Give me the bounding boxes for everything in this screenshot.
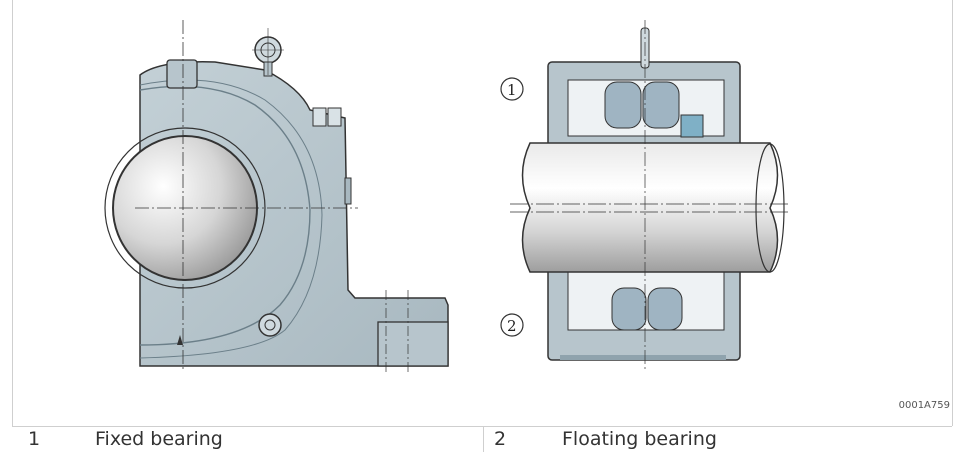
floating-bearing-section-view: 1 2 [500, 20, 790, 372]
legend-top-rule [12, 426, 952, 427]
callout-2: 2 [500, 313, 524, 337]
frame-right-border [952, 0, 953, 426]
top-bolt-left [312, 107, 327, 127]
legend-text: Floating bearing [562, 428, 717, 450]
housing-body [139, 61, 449, 367]
frame-left-border [12, 0, 13, 426]
legend-number: 1 [28, 428, 41, 450]
figure-id-label: 0001A759 [898, 400, 950, 411]
foot-boss [377, 321, 449, 367]
housing-inner-ring [139, 85, 311, 346]
cap-lug [166, 59, 198, 89]
shaft [521, 142, 779, 273]
fixed-bearing-seal-ring [104, 127, 266, 289]
grease-nipple [258, 313, 282, 337]
legend-number: 2 [494, 428, 507, 450]
fixed-bearing-housing-view [104, 20, 449, 372]
upper-roller-set [604, 81, 704, 138]
legend-text: Fixed bearing [95, 428, 223, 450]
top-bolt-right [327, 107, 342, 127]
lower-roller-set [611, 287, 683, 331]
svg-text:2: 2 [507, 317, 517, 335]
housing-outer-contour [139, 79, 323, 359]
svg-text:1: 1 [507, 81, 517, 99]
legend-column-separator [483, 426, 484, 452]
bearing-drawing: 1 2 [104, 20, 790, 372]
callout-1: 1 [500, 77, 524, 101]
